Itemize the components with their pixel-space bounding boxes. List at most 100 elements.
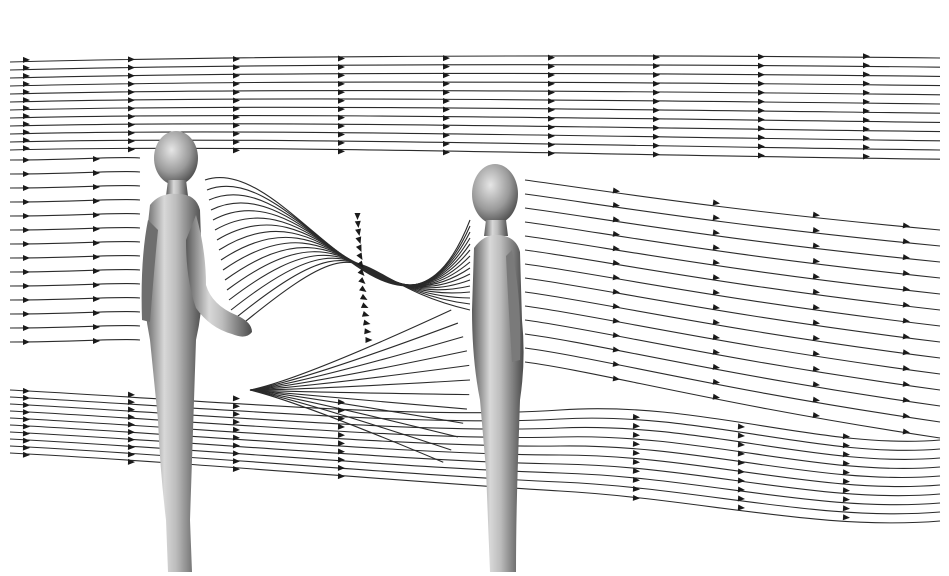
flow-arrow [23,452,30,458]
flow-arrow [653,54,660,60]
streamline [10,199,140,202]
flow-arrow [23,129,30,135]
flow-arrow [233,411,240,417]
flow-arrow [548,107,555,113]
flow-arrow [93,338,100,344]
flow-arrow [613,274,621,281]
streamline [10,148,940,159]
flow-arrow [128,146,135,152]
flow-arrow [758,126,765,132]
flow-arrow [903,286,911,293]
streamline [10,116,940,123]
streamline [10,453,940,523]
flow-arrow [355,229,362,237]
flow-arrow [93,156,100,162]
flow-arrow [653,125,660,131]
flow-arrow [23,409,30,415]
flow-arrow [843,505,850,511]
flow-arrow [93,184,100,190]
flow-arrow [548,150,555,156]
flow-arrow [23,423,30,429]
streamline [10,269,140,272]
flow-arrow [128,429,135,435]
flow-arrow [23,171,30,177]
flow-arrow [233,73,240,79]
streamline [10,82,940,86]
flow-arrow [355,213,361,220]
flow-arrow [903,302,911,309]
flow-arrow [128,122,135,128]
flow-arrow [233,395,240,401]
flow-arrow [863,90,870,96]
flow-arrow [23,311,30,317]
flow-arrow [633,450,640,456]
flow-arrow [361,302,370,310]
person-right-head [472,164,518,224]
flow-arrow [23,402,30,408]
flow-arrow [653,81,660,87]
flow-arrow [633,432,640,438]
flow-arrow [903,397,911,404]
flow-arrow [233,81,240,87]
flow-arrow [338,465,345,471]
flow-arrow [758,117,765,123]
flow-arrow [653,107,660,113]
streamline [10,132,940,141]
flow-arrow [23,105,30,111]
flow-arrow [758,63,765,69]
flow-arrow [338,407,345,413]
flow-arrow [903,413,911,420]
flow-arrow [23,113,30,119]
flow-arrow [338,457,345,463]
streamline [525,348,940,422]
flow-arrow [128,138,135,144]
flow-arrow [738,424,745,430]
flow-arrow [863,99,870,105]
person-left-head [154,131,198,185]
flow-arrow [613,231,621,238]
flow-arrow [548,116,555,122]
streamline [205,177,470,285]
flow-arrow [366,337,373,343]
flow-arrow [128,130,135,136]
flow-arrow [93,240,100,246]
flow-arrow [443,149,450,155]
streamline [10,439,940,505]
flow-arrow [23,185,30,191]
streamline [525,236,940,294]
streamline [10,65,940,70]
flow-arrow [443,115,450,121]
flow-arrow [443,132,450,138]
flow-arrow [23,199,30,205]
streamline [211,203,470,285]
flow-arrow [128,114,135,120]
streamline [10,283,140,286]
flow-arrow [233,56,240,62]
streamline [525,334,940,406]
flow-arrow [903,318,911,325]
flow-arrow [93,254,100,260]
flow-arrow [93,268,100,274]
flow-arrow [23,438,30,444]
flow-arrow [653,143,660,149]
flow-arrow [863,62,870,68]
flow-arrow [443,141,450,147]
flow-arrow [128,459,135,465]
flow-arrow [128,81,135,87]
person-left [142,131,252,572]
flow-arrow [863,81,870,87]
streamline [10,171,140,174]
flow-arrow [613,289,621,296]
flow-arrow [653,90,660,96]
flow-arrow [738,469,745,475]
flow-arrow [843,433,850,439]
flow-arrow [128,105,135,111]
flow-arrow [23,145,30,151]
flow-arrow [128,422,135,428]
flow-arrow [738,433,745,439]
flow-arrow [548,142,555,148]
flow-arrow [233,458,240,464]
flow-arrow [738,487,745,493]
flow-arrow [738,478,745,484]
